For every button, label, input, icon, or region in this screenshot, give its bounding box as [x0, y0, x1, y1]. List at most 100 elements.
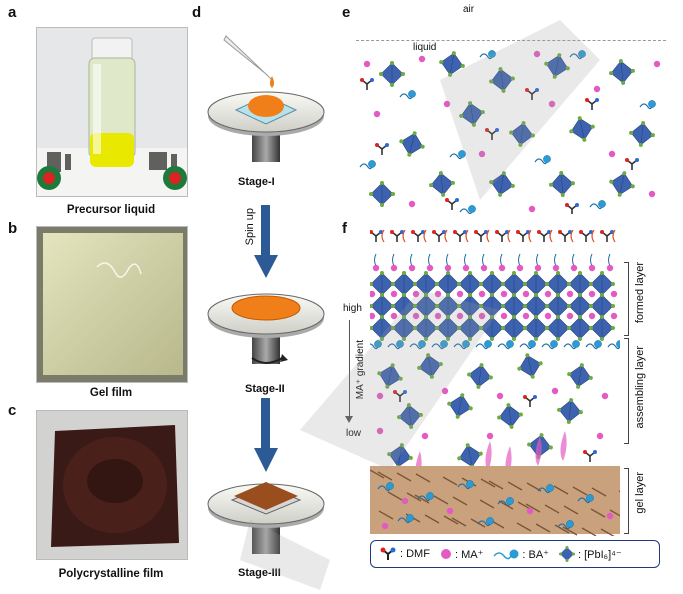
- ma-ion: [390, 264, 398, 272]
- legend-ba: : BA⁺: [493, 548, 549, 561]
- ma-ion: [408, 264, 416, 272]
- octahedron: [370, 315, 395, 341]
- dmf-molecule: [432, 230, 446, 242]
- dmf-molecule: [525, 88, 539, 100]
- ba-ion: [506, 497, 514, 505]
- ma-ion: [588, 312, 596, 320]
- ba-tail: [482, 253, 485, 267]
- ba-ion: [426, 492, 434, 500]
- gel-strand: [414, 494, 430, 504]
- ma-ion: [500, 290, 508, 298]
- ma-ion: [441, 387, 449, 395]
- octahedron: [501, 315, 527, 341]
- ba-ion: [484, 340, 492, 348]
- vapor-arrow: [402, 229, 406, 243]
- dmf-molecule: [445, 198, 459, 210]
- ba-tail: [428, 253, 431, 267]
- ba-ion: [648, 100, 656, 108]
- ma-ion: [596, 432, 604, 440]
- ma-ion: [381, 522, 389, 530]
- legend-pbi-text: : [PbI₆]⁴⁻: [577, 548, 622, 561]
- ma-ion: [608, 150, 616, 158]
- octahedron: [569, 116, 595, 142]
- gel-strand: [516, 522, 532, 532]
- octahedron: [545, 315, 571, 341]
- ma-ion: [606, 264, 614, 272]
- ba-ion: [468, 205, 476, 213]
- gel-strand: [387, 491, 403, 501]
- octahedron: [567, 363, 593, 389]
- ba-ion: [406, 514, 414, 522]
- octahedron: [457, 293, 483, 319]
- legend: : DMF : MA⁺ : BA⁺ : [PbI₆]⁴⁻: [370, 540, 660, 568]
- octahedron: [429, 171, 455, 197]
- ma-ion: [522, 312, 530, 320]
- ma-ion: [456, 290, 464, 298]
- vapor-arrow: [528, 229, 532, 243]
- ma-ion: [533, 50, 541, 58]
- vapor-arrow: [591, 229, 595, 243]
- ma-ion: [500, 312, 508, 320]
- gel-strand: [433, 495, 449, 505]
- ba-ion: [543, 155, 551, 163]
- ma-ion: [496, 392, 504, 400]
- ba-ion: [458, 150, 466, 158]
- vapor-arrow: [381, 229, 385, 243]
- ma-ion: [552, 264, 560, 272]
- air-label: air: [463, 4, 475, 15]
- legend-ba-text: : BA⁺: [522, 548, 549, 561]
- formed-layer-bracket: [624, 262, 629, 336]
- gel-strand: [488, 480, 504, 490]
- gel-strand: [590, 508, 606, 518]
- ma-ion: [370, 290, 376, 298]
- ma-ion: [390, 290, 398, 298]
- low-label: low: [346, 428, 362, 439]
- ma-ion: [478, 290, 486, 298]
- ma-ion: [390, 312, 398, 320]
- octahedron: [567, 315, 593, 341]
- gradient-arrow: [349, 320, 350, 420]
- ba-ion: [598, 200, 606, 208]
- octahedron: [501, 293, 527, 319]
- ma-ion: [456, 312, 464, 320]
- ma-ion: [412, 290, 420, 298]
- dmf-molecule: [516, 230, 530, 242]
- ba-tail: [590, 253, 593, 267]
- ma-plume: [535, 436, 542, 466]
- ma-ion: [498, 264, 506, 272]
- ba-ion: [572, 340, 580, 348]
- dmf-molecule: [495, 230, 509, 242]
- panel-e-label: e: [342, 4, 351, 21]
- ma-ion: [516, 264, 524, 272]
- ma-ion: [444, 264, 452, 272]
- ma-ion: [363, 60, 371, 68]
- ma-ion: [610, 290, 618, 298]
- gel-strand: [424, 514, 440, 524]
- dmf-molecule: [453, 230, 467, 242]
- ma-ion: [426, 264, 434, 272]
- dmf-icon: [380, 547, 396, 560]
- ma-ion: [548, 100, 556, 108]
- legend-dmf: : DMF: [379, 546, 430, 562]
- dmf-molecule: [393, 390, 407, 402]
- octahedron: [549, 171, 575, 197]
- ma-ion: [443, 100, 451, 108]
- octahedron: [459, 101, 485, 127]
- ba-ion: [586, 494, 594, 502]
- gel-strand: [600, 528, 615, 536]
- dmf-molecule: [375, 143, 389, 155]
- gel-strand: [581, 527, 597, 536]
- ma-icon: [440, 549, 451, 559]
- ba-ion: [546, 484, 554, 492]
- dmf-molecule: [583, 450, 597, 462]
- octahedron: [447, 393, 473, 419]
- ma-ion: [376, 427, 384, 435]
- gel-strand: [572, 486, 588, 496]
- octahedron: [489, 67, 515, 93]
- gel-strand: [396, 472, 412, 482]
- dmf-molecule: [411, 230, 425, 242]
- gel-strand: [525, 503, 541, 513]
- ma-ion: [434, 312, 442, 320]
- dmf-molecule: [585, 98, 599, 110]
- legend-ma: : MA⁺: [440, 548, 483, 561]
